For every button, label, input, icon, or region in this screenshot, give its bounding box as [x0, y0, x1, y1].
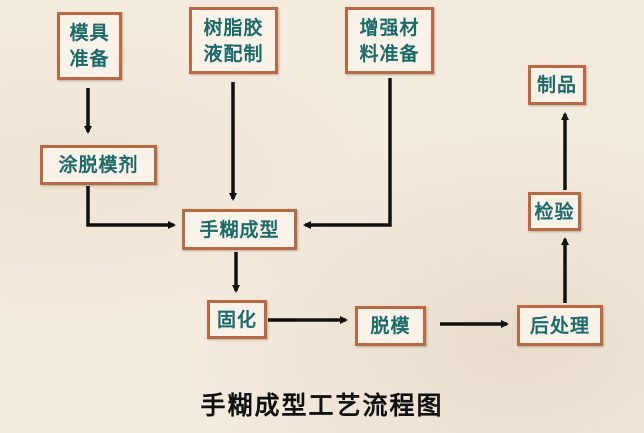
node-label: 脱模: [370, 315, 411, 337]
node-label: 增强材: [359, 16, 420, 39]
node-label: 手糊成型: [199, 218, 280, 241]
arrow-release-to-layup: [86, 186, 176, 229]
node-label: 检验: [534, 200, 575, 223]
node-label: 固化: [216, 308, 257, 331]
node-curing: 固化: [207, 300, 267, 339]
diagram-title: 手糊成型工艺流程图: [200, 391, 444, 420]
node-demold: 脱模: [355, 306, 426, 346]
node-hand-layup: 手糊成型: [182, 209, 297, 250]
node-inspection: 检验: [528, 192, 581, 231]
node-label: 液配制: [203, 42, 264, 65]
node-reinforce-prep: 增强材 料准备: [345, 7, 434, 74]
node-product: 制品: [528, 65, 586, 105]
node-label: 后处理: [529, 314, 590, 337]
arrow-reinforce-to-layup: [303, 78, 392, 229]
node-label: 树脂胶: [203, 16, 264, 39]
node-mold-prep: 模具 准备: [57, 12, 122, 80]
node-label: 模具: [69, 22, 110, 44]
node-post-process: 后处理: [517, 305, 603, 346]
node-resin-prep: 树脂胶 液配制: [189, 7, 278, 74]
node-label: 涂脱模剂: [58, 154, 139, 176]
node-release-agent: 涂脱模剂: [40, 145, 157, 185]
node-label: 制品: [536, 74, 577, 96]
node-label: 料准备: [359, 42, 420, 65]
node-label: 准备: [69, 48, 110, 70]
